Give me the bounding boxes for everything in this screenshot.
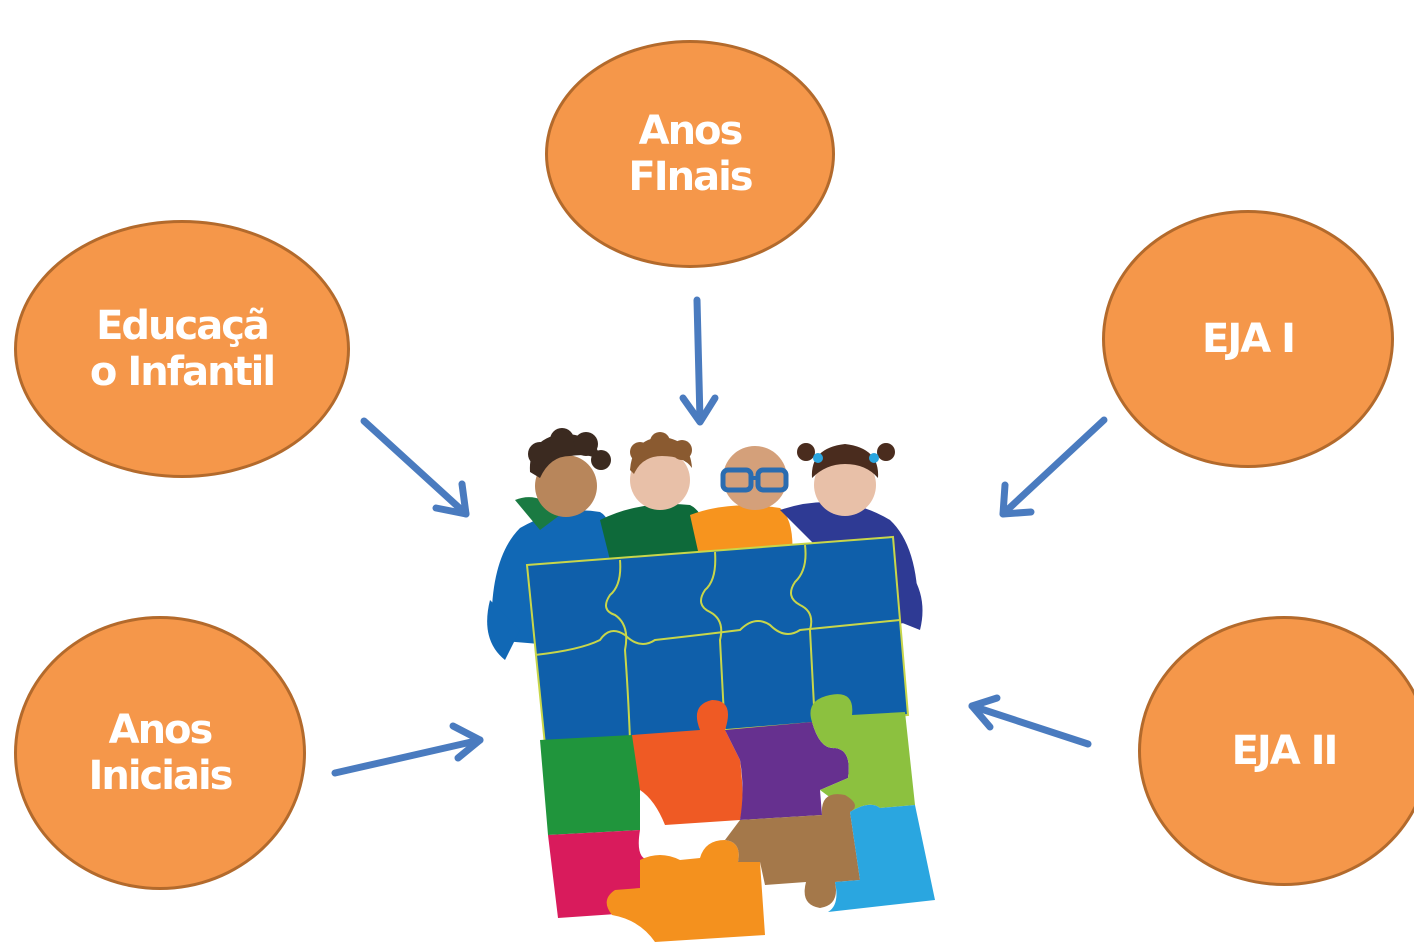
node-anos-finais-label: Anos FInais — [628, 108, 753, 200]
node-educacao-infantil: Educaçã o Infantil — [14, 220, 350, 478]
arrow-from-eja-1 — [999, 416, 1108, 518]
arrow-from-educacao-infantil — [360, 417, 470, 518]
node-educacao-infantil-label: Educaçã o Infantil — [89, 303, 276, 395]
arrow-from-anos-iniciais — [331, 722, 484, 777]
node-anos-iniciais: Anos Iniciais — [14, 616, 306, 890]
child-third-figure — [690, 446, 793, 560]
node-eja-2-label: EJA II — [1231, 728, 1339, 774]
puzzle-colored-pieces — [540, 694, 935, 942]
node-anos-iniciais-label: Anos Iniciais — [88, 707, 233, 799]
arrow-from-anos-finais — [679, 296, 719, 426]
node-anos-finais: Anos FInais — [545, 40, 835, 268]
node-eja-1-label: EJA I — [1202, 316, 1296, 362]
arrows — [331, 296, 1108, 777]
node-eja-2: EJA II — [1138, 616, 1414, 886]
arrow-from-eja-2 — [968, 694, 1092, 748]
node-eja-1: EJA I — [1102, 210, 1394, 468]
child-second-figure — [600, 432, 709, 560]
puzzle-board — [525, 535, 910, 747]
children-puzzle-illustration — [487, 428, 935, 942]
